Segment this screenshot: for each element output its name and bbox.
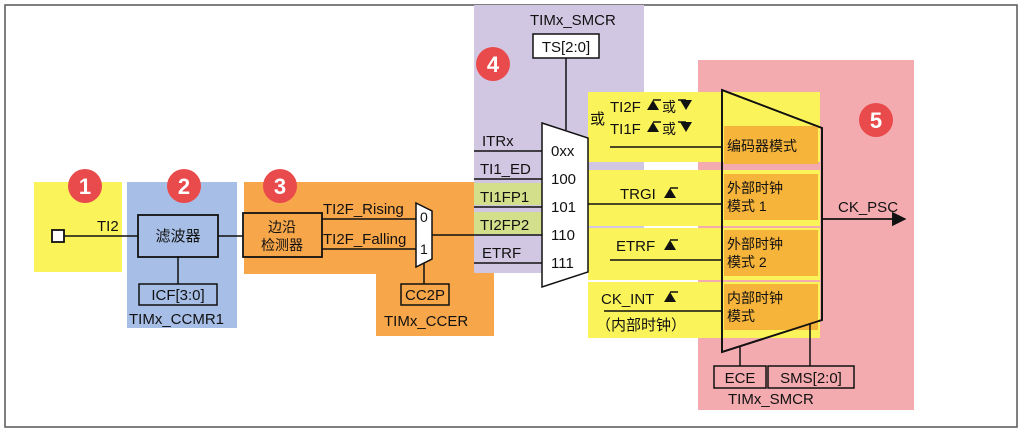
badge-5: 5 xyxy=(859,103,893,137)
cc2p-label: CC2P xyxy=(405,287,445,304)
or-label: 或 xyxy=(590,111,605,128)
badge-5-number: 5 xyxy=(870,108,882,133)
mode-ext1-label-1: 外部时钟 xyxy=(727,180,783,196)
ext-mode1-block xyxy=(724,174,818,220)
ti2fp2-highlight xyxy=(474,212,542,234)
trigger-mux xyxy=(541,121,589,289)
icf-box xyxy=(138,283,218,306)
falling-edge-icon-2 xyxy=(678,121,692,132)
ccer-label: TIMx_CCER xyxy=(384,313,468,330)
mux-input-1: 1 xyxy=(420,241,428,257)
trgi-label: TRGI xyxy=(620,186,656,203)
badge-1-number: 1 xyxy=(79,174,91,199)
icf-label: ICF[3:0] xyxy=(151,287,204,304)
mode-ext2-label-2: 模式 2 xyxy=(727,254,767,270)
trgi-rising-edge-icon xyxy=(664,187,678,198)
or-small-2: 或 xyxy=(662,121,676,137)
ece-box xyxy=(713,365,767,389)
smcr-top-label: TIMx_SMCR xyxy=(530,12,616,29)
edge-detector-label-1: 边沿 xyxy=(268,219,296,235)
rising-label: TI2F_Rising xyxy=(323,201,404,218)
ckint-note: （内部时钟） xyxy=(596,317,686,334)
etrf-rising-edge-icon xyxy=(664,239,678,250)
mux-input-etrf: ETRF xyxy=(482,245,521,262)
mode-ext2-label-1: 外部时钟 xyxy=(727,236,783,252)
mode-int-label-1: 内部时钟 xyxy=(727,290,783,306)
int-mode-block xyxy=(724,284,818,330)
ti2-label: TI2 xyxy=(97,218,119,235)
badge-3: 3 xyxy=(263,169,297,203)
mux-input-itrx: ITRx xyxy=(482,133,514,150)
edge-detector-box xyxy=(242,212,323,258)
ts-label: TS[2:0] xyxy=(542,39,590,56)
badge-1: 1 xyxy=(68,169,102,203)
stage3-register-background xyxy=(376,268,494,336)
ckint-label: CK_INT xyxy=(601,291,654,308)
clock-mode-mux-outline xyxy=(721,88,823,354)
etrf-mode2-label: ETRF xyxy=(616,238,655,255)
mux-input-ti2fp2: TI2FP2 xyxy=(480,217,529,234)
mux-input-ti1ed: TI1_ED xyxy=(480,161,531,178)
encoder-input-ti2f: TI2F xyxy=(610,99,641,116)
badge-2: 2 xyxy=(167,169,201,203)
rising-edge-icon-2 xyxy=(647,121,661,132)
rising-edge-icon xyxy=(647,99,661,110)
falling-edge-icon xyxy=(678,99,692,110)
mode-int-label-2: 模式 xyxy=(727,308,755,324)
encoder-input-ti1f: TI1F xyxy=(610,121,641,138)
mux-input-0: 0 xyxy=(420,209,428,225)
encoder-mode-block xyxy=(724,126,818,164)
mux-code-110: 110 xyxy=(551,227,575,244)
mux-code-111: 111 xyxy=(551,255,574,272)
sms-box xyxy=(767,365,855,389)
filter-label: 滤波器 xyxy=(155,228,200,245)
ext-mode2-block xyxy=(724,230,818,276)
polarity-mux xyxy=(415,201,433,269)
mux-code-0xx: 0xx xyxy=(551,143,575,160)
ckint-rising-edge-icon xyxy=(664,291,678,302)
mux-input-ti1fp1: TI1FP1 xyxy=(480,189,529,206)
mode-ext1-label-2: 模式 1 xyxy=(727,198,767,214)
mux-code-101: 101 xyxy=(551,199,576,216)
ck-psc-label: CK_PSC xyxy=(838,199,898,216)
ti1fp1-highlight xyxy=(474,183,542,205)
ece-label: ECE xyxy=(725,370,756,387)
falling-label: TI2F_Falling xyxy=(323,231,406,248)
badge-4: 4 xyxy=(476,47,510,81)
badge-2-number: 2 xyxy=(178,174,190,199)
smcr-bottom-label: TIMx_SMCR xyxy=(728,391,814,408)
edge-detector-label-2: 检测器 xyxy=(261,237,303,253)
mux-code-100: 100 xyxy=(551,171,576,188)
badge-4-number: 4 xyxy=(487,52,500,77)
stage2-background xyxy=(127,182,237,328)
mode-encoder-label: 编码器模式 xyxy=(727,138,797,154)
badge-3-number: 3 xyxy=(274,174,286,199)
ti2-input-pin xyxy=(51,229,65,243)
cc2p-box xyxy=(400,283,450,306)
ccmr1-label: TIMx_CCMR1 xyxy=(129,311,224,328)
sms-label: SMS[2:0] xyxy=(780,370,842,387)
or-small-1: 或 xyxy=(662,99,676,115)
